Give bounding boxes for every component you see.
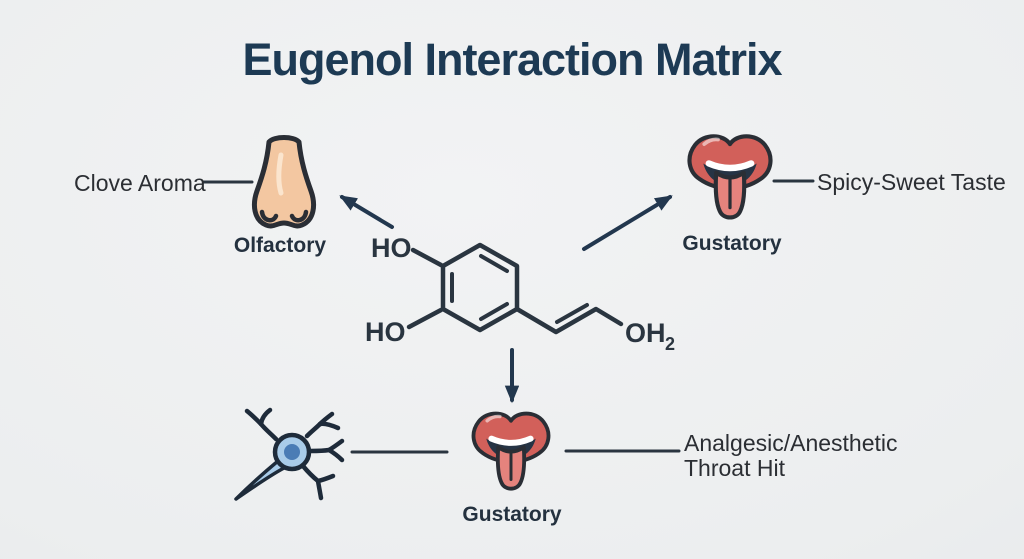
eugenol-structure: HO HO OH 2	[365, 233, 675, 354]
clove-aroma-label: Clove Aroma	[74, 170, 206, 196]
double-bond-chain	[555, 303, 589, 324]
analgesic-label: Analgesic/Anesthetic Throat Hit	[684, 431, 914, 481]
benzene-ring	[440, 242, 520, 333]
double-bond-topright	[479, 254, 509, 273]
tongue-icon-bottom	[465, 408, 557, 500]
spicy-sweet-label: Spicy-Sweet Taste	[817, 169, 1006, 195]
oh2-subscript: 2	[665, 334, 675, 354]
olfactory-label: Olfactory	[233, 234, 327, 257]
arrow-to-olfactory	[339, 195, 394, 229]
side-chain	[514, 306, 624, 335]
oh2-label: OH	[625, 318, 666, 348]
arrow-to-gustatory-top	[582, 195, 673, 251]
analgesic-line1: Analgesic/Anesthetic	[684, 430, 898, 456]
gustatory-bottom-label: Gustatory	[462, 503, 562, 526]
nose-icon	[250, 135, 318, 232]
bond-ho-top	[410, 247, 444, 268]
ho-bottom-label: HO	[365, 317, 406, 347]
double-bond-bottomright	[479, 302, 509, 321]
bond-ho-bottom	[406, 307, 444, 330]
neuron-icon	[228, 403, 348, 503]
ho-top-label: HO	[371, 233, 412, 263]
page-title: Eugenol Interaction Matrix	[242, 34, 782, 85]
tongue-icon-top	[684, 130, 776, 230]
gustatory-top-label: Gustatory	[682, 232, 782, 255]
analgesic-line2: Throat Hit	[684, 455, 785, 481]
